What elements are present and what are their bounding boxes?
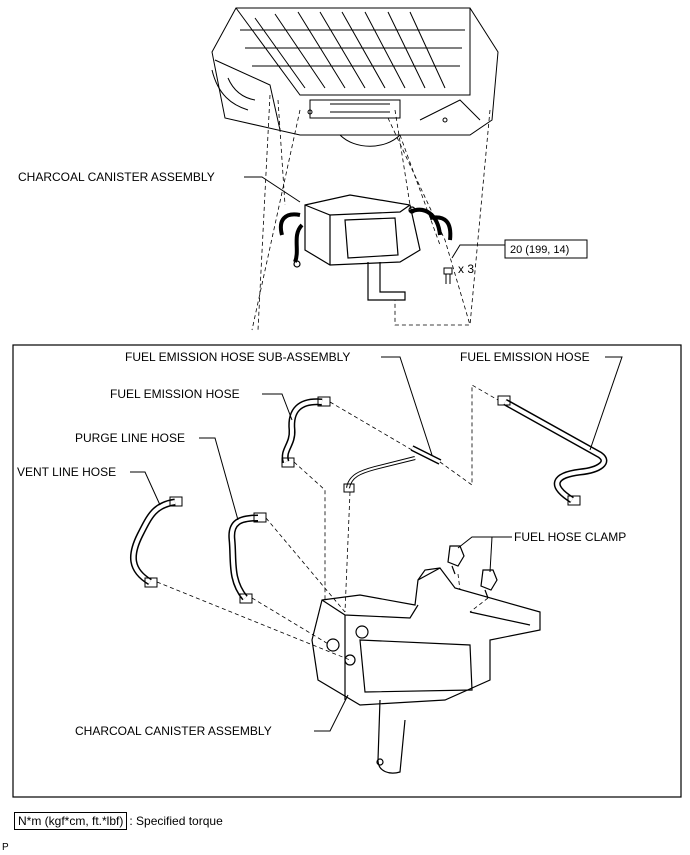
label-charcoal-canister-top: CHARCOAL CANISTER ASSEMBLY (18, 170, 215, 184)
legend-unit-box: N*m (kgf*cm, ft.*lbf) (14, 812, 128, 830)
bolt-quantity: x 3 (458, 262, 474, 276)
vehicle-underbody (211, 7, 499, 147)
torque-legend: N*m (kgf*cm, ft.*lbf) : Specified torque (14, 812, 223, 830)
leader-fuel-emission-hose-left (262, 393, 293, 421)
label-fuel-emission-hose-right: FUEL EMISSION HOSE (460, 350, 590, 364)
label-fuel-emission-hose-sub-assembly: FUEL EMISSION HOSE SUB-ASSEMBLY (125, 350, 350, 364)
connection-lines-exploded (156, 384, 499, 661)
torque-callout: 20 (199, 14) x 3 (451, 239, 588, 276)
leader-fuel-emission-hose-right (589, 356, 623, 451)
vent-line-hose-drawing (129, 496, 183, 588)
leader-fuel-hose-clamp-2 (489, 536, 493, 573)
legend-description: : Specified torque (129, 814, 223, 828)
leader-charcoal-canister-top (244, 176, 301, 203)
fuel-emission-hose-right-drawing (497, 395, 608, 506)
label-fuel-emission-hose-left: FUEL EMISSION HOSE (110, 387, 240, 401)
torque-spec-value: 20 (199, 14) (510, 244, 569, 256)
label-charcoal-canister-bottom: CHARCOAL CANISTER ASSEMBLY (75, 724, 272, 738)
fuel-emission-hose-sub-drawing (343, 445, 442, 493)
exploded-view-frame (12, 344, 682, 798)
fuel-hose-clamp-drawing (447, 545, 498, 599)
bolt-icon (443, 267, 453, 284)
leader-fuel-hose-clamp-1 (457, 536, 512, 549)
label-vent-line-hose: VENT LINE HOSE (17, 465, 116, 479)
projection-lines-top (251, 94, 491, 331)
leader-charcoal-canister-bottom (314, 694, 349, 732)
label-purge-line-hose: PURGE LINE HOSE (75, 431, 185, 445)
purge-line-hose-drawing (228, 512, 267, 604)
leader-vent-line-hose (130, 471, 161, 506)
leader-purge-line-hose (199, 437, 239, 521)
canister-assembly-top-drawing (279, 194, 453, 301)
label-fuel-hose-clamp: FUEL HOSE CLAMP (514, 530, 626, 544)
torque-spec-box (504, 239, 588, 259)
leader-fuel-emission-hose-sub (381, 356, 433, 456)
corner-mark: P (2, 842, 9, 853)
canister-assembly-bottom-drawing (311, 567, 541, 774)
fuel-emission-hose-left-drawing (281, 396, 331, 468)
